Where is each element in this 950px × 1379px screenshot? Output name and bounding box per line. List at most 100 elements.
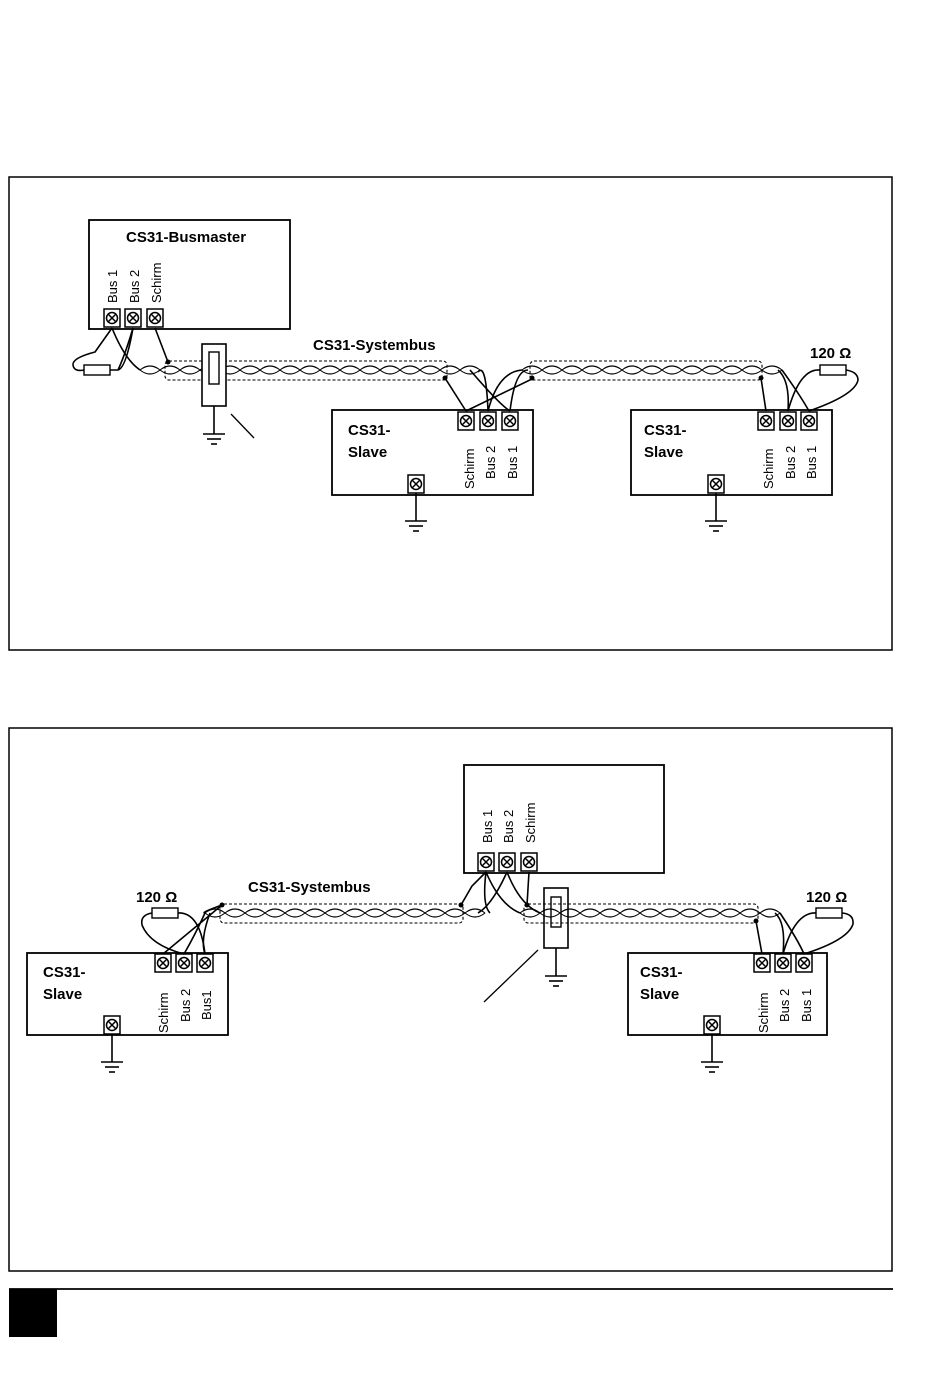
- slave-terminal-label: Bus 2: [483, 446, 498, 479]
- screw-terminal-icon: [197, 954, 213, 972]
- screw-terminal-icon: [499, 853, 515, 871]
- screw-terminal-icon: [480, 412, 496, 430]
- screw-terminal-icon: [780, 412, 796, 430]
- slave-terminal-label: Schirm: [156, 993, 171, 1033]
- wire: [142, 913, 184, 954]
- screw-terminal-icon: [458, 412, 474, 430]
- slave-terminal-label: Bus 2: [777, 989, 792, 1022]
- busmaster-terminal-label: Schirm: [149, 263, 164, 303]
- wire: [756, 921, 762, 954]
- bus-label: CS31-Systembus: [248, 879, 371, 896]
- wire: [118, 328, 133, 370]
- cable-shield: [530, 361, 762, 380]
- screw-terminal-icon: [147, 309, 163, 327]
- junction-dot: [443, 376, 448, 381]
- busmaster-terminal-label: Bus 1: [480, 810, 495, 843]
- wire: [445, 378, 466, 411]
- earth-icon: [705, 493, 727, 531]
- slave-terminal-label: Schirm: [756, 993, 771, 1033]
- wire: [461, 872, 486, 905]
- clamp-insert: [209, 352, 219, 384]
- twisted-pair-cable: [522, 361, 782, 380]
- earth-icon: [203, 406, 225, 444]
- resistor-label: 120 Ω: [806, 889, 847, 906]
- wire: [775, 913, 784, 954]
- resistor-label: 120 Ω: [810, 345, 851, 362]
- page-marker: [9, 1289, 57, 1337]
- wire: [510, 370, 528, 411]
- earth-icon: [701, 1034, 723, 1072]
- screw-terminal-icon: [104, 309, 120, 327]
- screw-terminal-icon: [708, 475, 724, 493]
- slave-terminal-label: Bus1: [199, 990, 214, 1020]
- earth-icon: [405, 493, 427, 531]
- cable-wire: [140, 366, 480, 374]
- twisted-pair-cable: [140, 361, 480, 380]
- slave-title: CS31-: [43, 964, 86, 981]
- cable-wire: [205, 909, 485, 917]
- slave-title: CS31-: [644, 422, 687, 439]
- wire: [488, 370, 522, 411]
- slave-title: CS31-: [640, 964, 683, 981]
- screw-terminal-icon: [521, 853, 537, 871]
- cable-wire: [140, 366, 480, 374]
- earth-icon: [101, 1034, 123, 1072]
- slave-terminal-label: Bus 2: [178, 989, 193, 1022]
- slave-title: Slave: [348, 444, 387, 461]
- slave-terminal-label: Bus 1: [799, 989, 814, 1022]
- resistor-icon: [84, 365, 110, 375]
- wire: [804, 913, 853, 954]
- junction-dot: [166, 360, 171, 365]
- wire: [809, 370, 858, 411]
- screw-terminal-icon: [155, 954, 171, 972]
- diagram-1: CS31-Busmaster Bus 1 Bus 2 Schirm CS31-S…: [9, 177, 892, 650]
- diagram-2: Bus 1 Bus 2 Schirm CS31-Systembus: [9, 728, 892, 1271]
- slave-title: Slave: [644, 444, 683, 461]
- wire: [507, 872, 540, 913]
- screw-terminal-icon: [502, 412, 518, 430]
- slave-terminal-label: Schirm: [462, 449, 477, 489]
- resistor-icon: [816, 908, 842, 918]
- screw-terminal-icon: [758, 412, 774, 430]
- pointer-line: [484, 950, 538, 1002]
- slave-terminal-label: Bus 2: [783, 446, 798, 479]
- slave-terminal-label: Bus 1: [804, 446, 819, 479]
- wire: [527, 872, 529, 905]
- cable-wire: [522, 366, 782, 374]
- slave-terminal-label: Schirm: [761, 449, 776, 489]
- bus-label: CS31-Systembus: [313, 337, 436, 354]
- busmaster-terminal-label: Bus 2: [127, 270, 142, 303]
- screw-terminal-icon: [796, 954, 812, 972]
- pointer-line: [231, 414, 254, 438]
- screw-terminal-icon: [478, 853, 494, 871]
- slave-title: Slave: [640, 986, 679, 1003]
- screw-terminal-icon: [408, 475, 424, 493]
- wire: [486, 872, 520, 913]
- slave-title: Slave: [43, 986, 82, 1003]
- twisted-pair-cable: [205, 904, 485, 923]
- screw-terminal-icon: [801, 412, 817, 430]
- screw-terminal-icon: [775, 954, 791, 972]
- screw-terminal-icon: [104, 1016, 120, 1034]
- wire: [73, 328, 112, 370]
- wire: [788, 370, 820, 411]
- busmaster-terminal-label: Bus 1: [105, 270, 120, 303]
- earth-icon: [545, 948, 567, 986]
- screw-terminal-icon: [176, 954, 192, 972]
- resistor-icon: [820, 365, 846, 375]
- cable-wire: [522, 366, 782, 374]
- busmaster-terminal-label: Schirm: [523, 803, 538, 843]
- wire: [478, 872, 507, 913]
- busmaster-title: CS31-Busmaster: [126, 229, 246, 246]
- screw-terminal-icon: [754, 954, 770, 972]
- wire: [155, 328, 168, 362]
- slave-terminal-label: Bus 1: [505, 446, 520, 479]
- slave-title: CS31-: [348, 422, 391, 439]
- screw-terminal-icon: [125, 309, 141, 327]
- wire: [761, 378, 766, 411]
- resistor-icon: [152, 908, 178, 918]
- busmaster-terminal-label: Bus 2: [501, 810, 516, 843]
- wire: [783, 913, 816, 954]
- screw-terminal-icon: [704, 1016, 720, 1034]
